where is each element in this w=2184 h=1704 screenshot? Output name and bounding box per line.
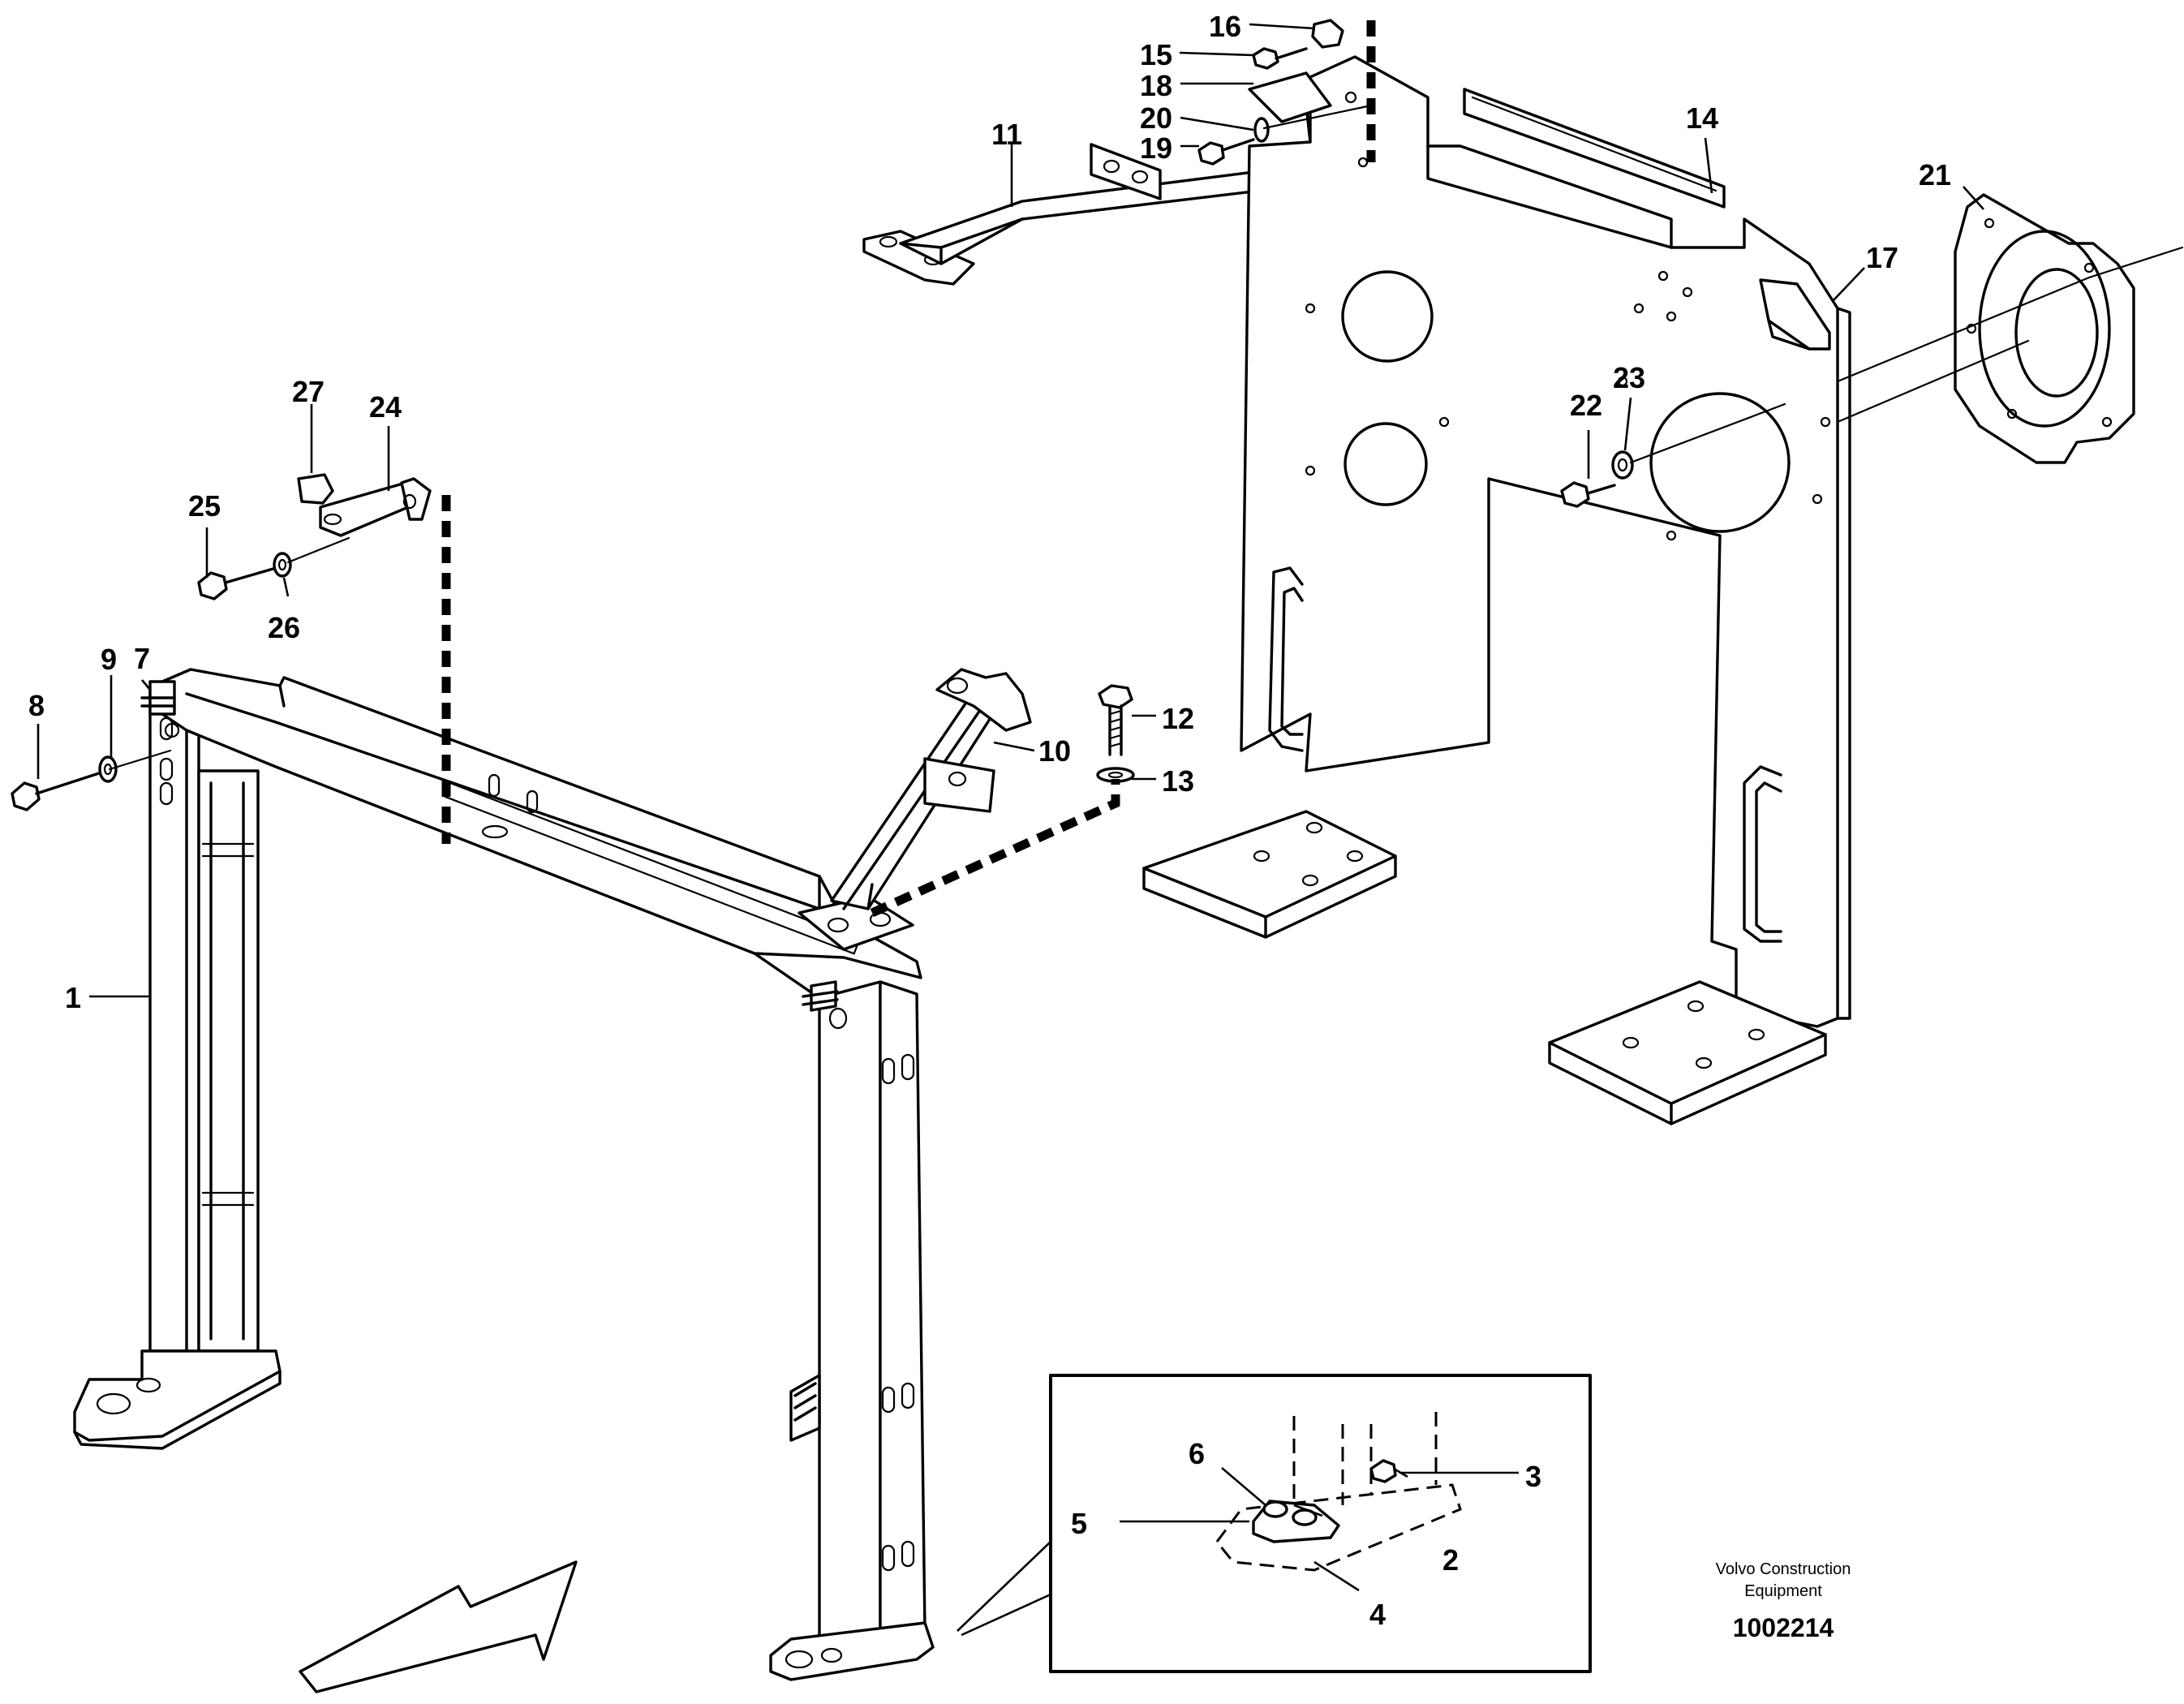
callout-21: 21 [1919,158,1951,191]
callout-6: 6 [1189,1437,1205,1470]
flange-part-21 [1954,193,2135,464]
callout-20: 20 [1140,101,1172,135]
callout-15: 15 [1140,38,1172,71]
callout-10: 10 [1038,734,1071,768]
callout-23: 23 [1613,361,1645,394]
callout-16: 16 [1209,10,1241,43]
company-name-line1: Volvo Construction [1716,1560,1851,1578]
callout-19: 19 [1140,131,1172,165]
callout-18: 18 [1140,69,1172,102]
company-name-line2: Equipment [1744,1582,1822,1600]
callout-12: 12 [1162,702,1194,735]
leader-lines [37,23,1984,1592]
callout-22: 22 [1570,389,1602,422]
footer-block: Volvo Construction Equipment 1002214 [1716,1560,1851,1642]
callout-27: 27 [292,375,325,408]
callout-2: 2 [1442,1543,1459,1577]
callout-labels: 1 2 3 4 5 6 7 8 9 10 11 12 13 14 15 16 1… [28,10,1951,1631]
callout-14: 14 [1686,101,1718,135]
callout-25: 25 [188,489,221,523]
callout-26: 26 [268,611,300,644]
callout-17: 17 [1866,241,1898,274]
drawing-number: 1002214 [1733,1613,1834,1642]
detail-inset [957,1374,1592,1673]
assembly-direction-arrow[interactable] [299,1560,578,1693]
callout-9: 9 [101,643,117,676]
alignment-dashes [441,20,1376,918]
callout-4: 4 [1369,1598,1386,1631]
frame-part-1 [73,668,935,1681]
brace-part-10 [798,668,1032,951]
callout-7: 7 [134,642,150,675]
callout-8: 8 [28,689,45,722]
callout-11: 11 [991,118,1022,151]
bulkhead-plate-part-14 [1142,55,1851,1125]
callout-3: 3 [1525,1460,1541,1493]
callout-5: 5 [1071,1507,1087,1540]
fasteners [11,19,2184,811]
callout-24: 24 [369,390,402,424]
callout-13: 13 [1162,764,1194,798]
callout-1: 1 [65,981,81,1014]
